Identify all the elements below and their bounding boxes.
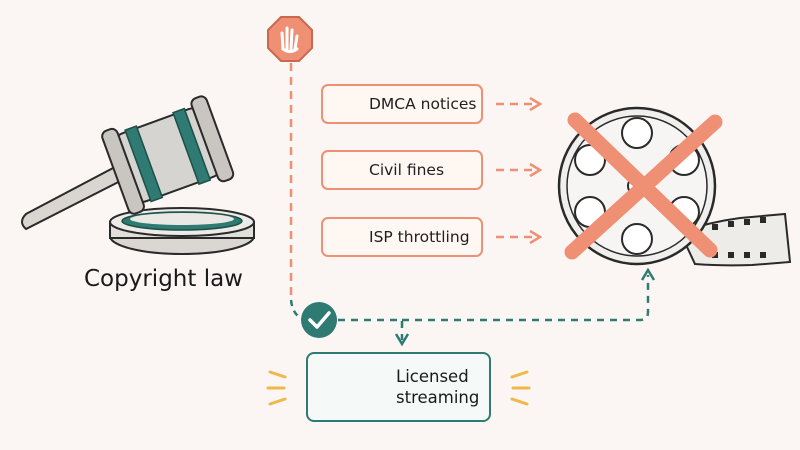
licensed-streaming-label: Licensed streaming — [396, 366, 486, 408]
good-arrows — [338, 267, 656, 347]
consequence-isp-throttling: ISP throttling — [321, 217, 483, 257]
gavel-icon — [21, 95, 255, 255]
consequence-label: Civil fines — [369, 161, 445, 179]
warning-arrows — [496, 96, 543, 245]
copyright-law-label: Copyright law — [84, 266, 243, 292]
film-reel-crossed-icon — [557, 106, 792, 267]
licensed-streaming-box — [306, 352, 491, 422]
consequence-dmca-notices: DMCA notices — [321, 84, 483, 124]
spark-lines — [266, 370, 531, 406]
licensed-streaming-line1: Licensed — [396, 367, 469, 386]
consequence-civil-fines: Civil fines — [321, 150, 483, 190]
licensed-streaming-line2: streaming — [396, 388, 480, 407]
consequence-label: ISP throttling — [369, 228, 470, 246]
consequence-label: DMCA notices — [369, 95, 477, 113]
check-icon — [301, 302, 337, 338]
stop-hand-icon — [267, 16, 313, 62]
